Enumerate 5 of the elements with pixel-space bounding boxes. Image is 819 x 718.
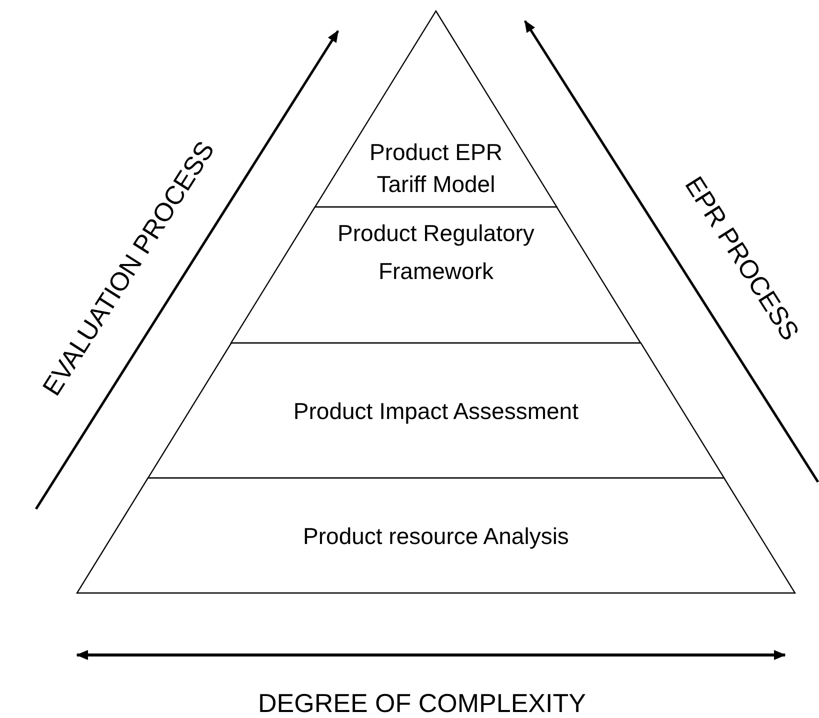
tier-label: Product Impact Assessment <box>293 397 578 426</box>
tier-label: Product EPR Tariff Model <box>368 138 504 199</box>
tier-label: Product Regulatory Framework <box>336 219 536 286</box>
tier-label: Product resource Analysis <box>303 522 569 551</box>
axis-label: DEGREE OF COMPLEXITY <box>258 688 586 718</box>
